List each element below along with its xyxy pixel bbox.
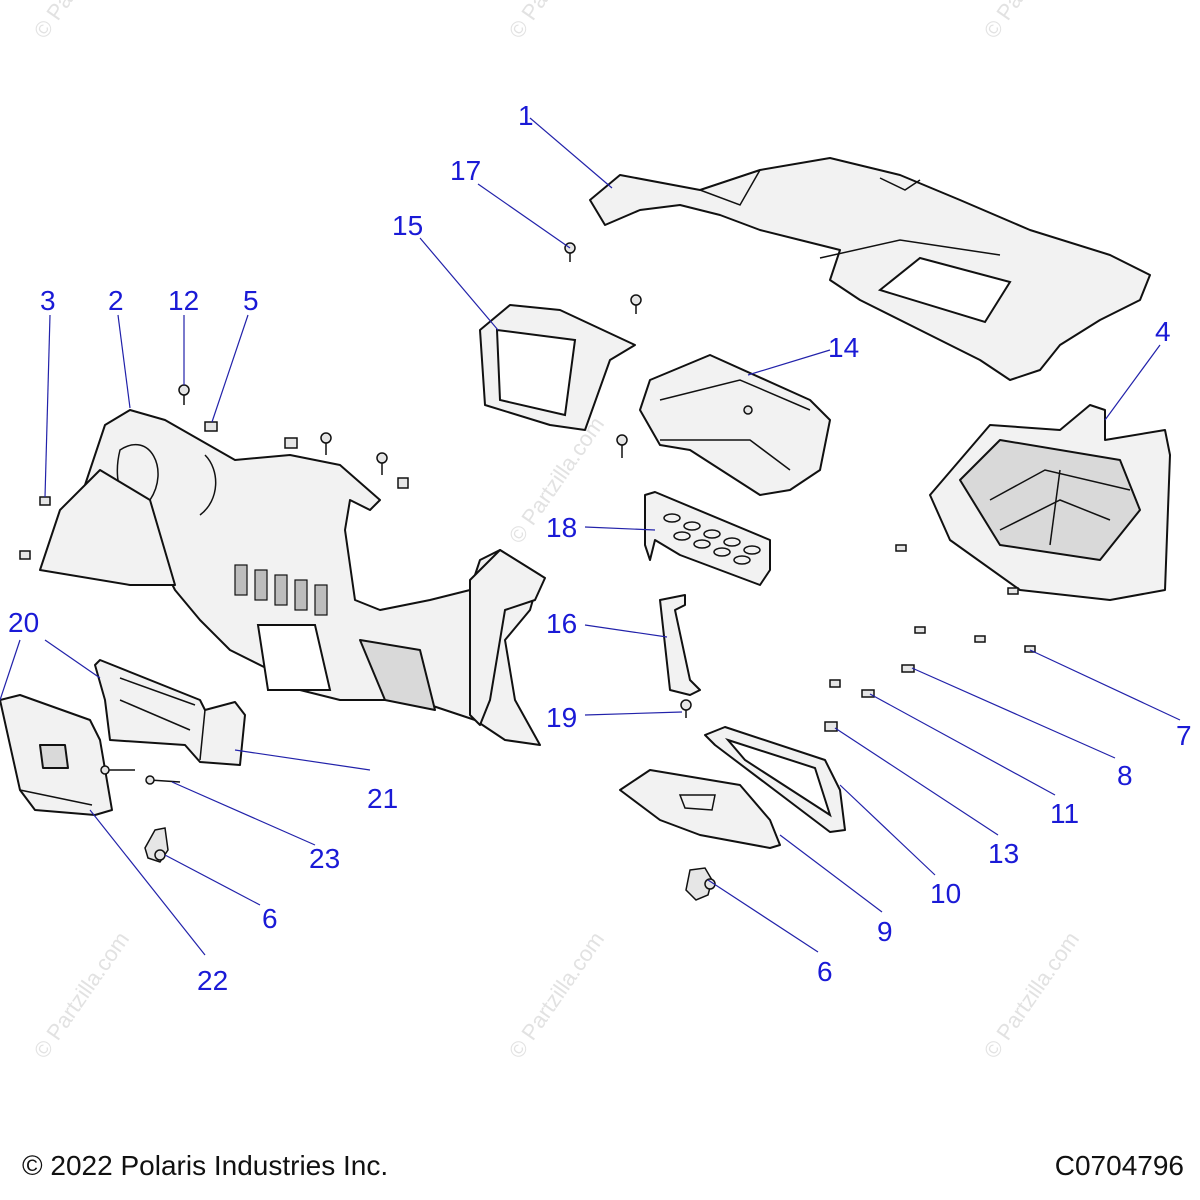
callout-15: 15	[392, 210, 423, 241]
leader-9	[779, 834, 883, 913]
callout-4: 4	[1155, 316, 1171, 347]
callout-23: 23	[309, 843, 340, 874]
callout-21: 21	[367, 783, 398, 814]
part-10-gasket	[704, 726, 846, 833]
part-20-door	[0, 694, 113, 816]
callout-17: 17	[450, 155, 481, 186]
leader-20	[44, 639, 101, 679]
part-16-bracket	[659, 594, 701, 696]
leader-3	[44, 314, 51, 498]
leader-4	[1104, 344, 1161, 421]
leader-23	[171, 781, 316, 846]
small-fasteners-right	[824, 544, 1036, 732]
callout-12: 12	[168, 285, 199, 316]
callout-6-left: 6	[262, 903, 278, 934]
leader-6a	[164, 854, 261, 906]
leader-17	[477, 183, 571, 249]
part-4-housing	[929, 404, 1171, 601]
callout-2: 2	[108, 285, 124, 316]
callout-3: 3	[40, 285, 56, 316]
watermark: © Partzilla.com	[29, 927, 135, 1063]
watermark: © Partzilla.com	[979, 927, 1085, 1063]
leader-2	[117, 314, 131, 409]
part-2-lower-dash	[39, 409, 546, 746]
part-3-clip	[19, 496, 51, 560]
callout-9: 9	[877, 916, 893, 947]
part-14-storage-bin	[639, 354, 831, 496]
part-21-bin	[94, 659, 246, 766]
leader-10	[839, 784, 936, 876]
leader-18	[584, 526, 656, 531]
callouts: 1 17 15 14 4 3 2 12 5 18 16 19 20 21 23 …	[8, 100, 1192, 996]
leader-11	[869, 693, 1056, 796]
callout-14: 14	[828, 332, 859, 363]
callout-20: 20	[8, 607, 39, 638]
leader-21	[234, 749, 371, 771]
leader-lines	[0, 117, 1181, 956]
part-12-screw	[178, 384, 190, 405]
drawing-number: C0704796	[1054, 1150, 1184, 1181]
part-5-nut-clip	[204, 421, 298, 449]
callout-7: 7	[1176, 720, 1192, 751]
watermark: © Partzilla.com	[29, 0, 135, 43]
part-9-door	[619, 769, 781, 849]
leader-15	[419, 237, 499, 331]
callout-22: 22	[197, 965, 228, 996]
callout-18: 18	[546, 512, 577, 543]
part-6-latch-left	[144, 827, 169, 863]
leader-13	[834, 727, 999, 836]
part-18-mesh-grille	[644, 491, 771, 586]
part-6-latch-right	[685, 867, 716, 901]
callout-19: 19	[546, 702, 577, 733]
loose-screws	[320, 432, 409, 489]
callout-11: 11	[1050, 798, 1079, 829]
part-1-upper-dash-panel	[589, 157, 1151, 381]
callout-13: 13	[988, 838, 1019, 869]
leader-1	[529, 117, 613, 189]
watermark: © Partzilla.com	[504, 0, 610, 43]
callout-1: 1	[518, 100, 534, 131]
callout-8: 8	[1117, 760, 1133, 791]
part-15-gauge-bezel	[479, 304, 636, 431]
callout-6-right: 6	[817, 956, 833, 987]
leader-14	[747, 349, 831, 376]
callout-10: 10	[930, 878, 961, 909]
leader-8	[911, 667, 1116, 759]
leader-16	[584, 624, 668, 638]
leader-7	[1029, 649, 1181, 721]
copyright-notice: © 2022 Polaris Industries Inc.	[22, 1150, 389, 1181]
watermark: © Partzilla.com	[504, 927, 610, 1063]
leader-22	[89, 809, 206, 956]
leader-6b	[707, 879, 819, 953]
leader-20b	[0, 639, 21, 701]
callout-16: 16	[546, 608, 577, 639]
watermark: © Partzilla.com	[979, 0, 1085, 43]
part-23-screw	[100, 765, 181, 785]
part-19-screw	[680, 699, 692, 718]
callout-5: 5	[243, 285, 259, 316]
leader-19	[584, 711, 683, 716]
vent-slots	[234, 564, 328, 616]
leader-5	[211, 314, 249, 423]
